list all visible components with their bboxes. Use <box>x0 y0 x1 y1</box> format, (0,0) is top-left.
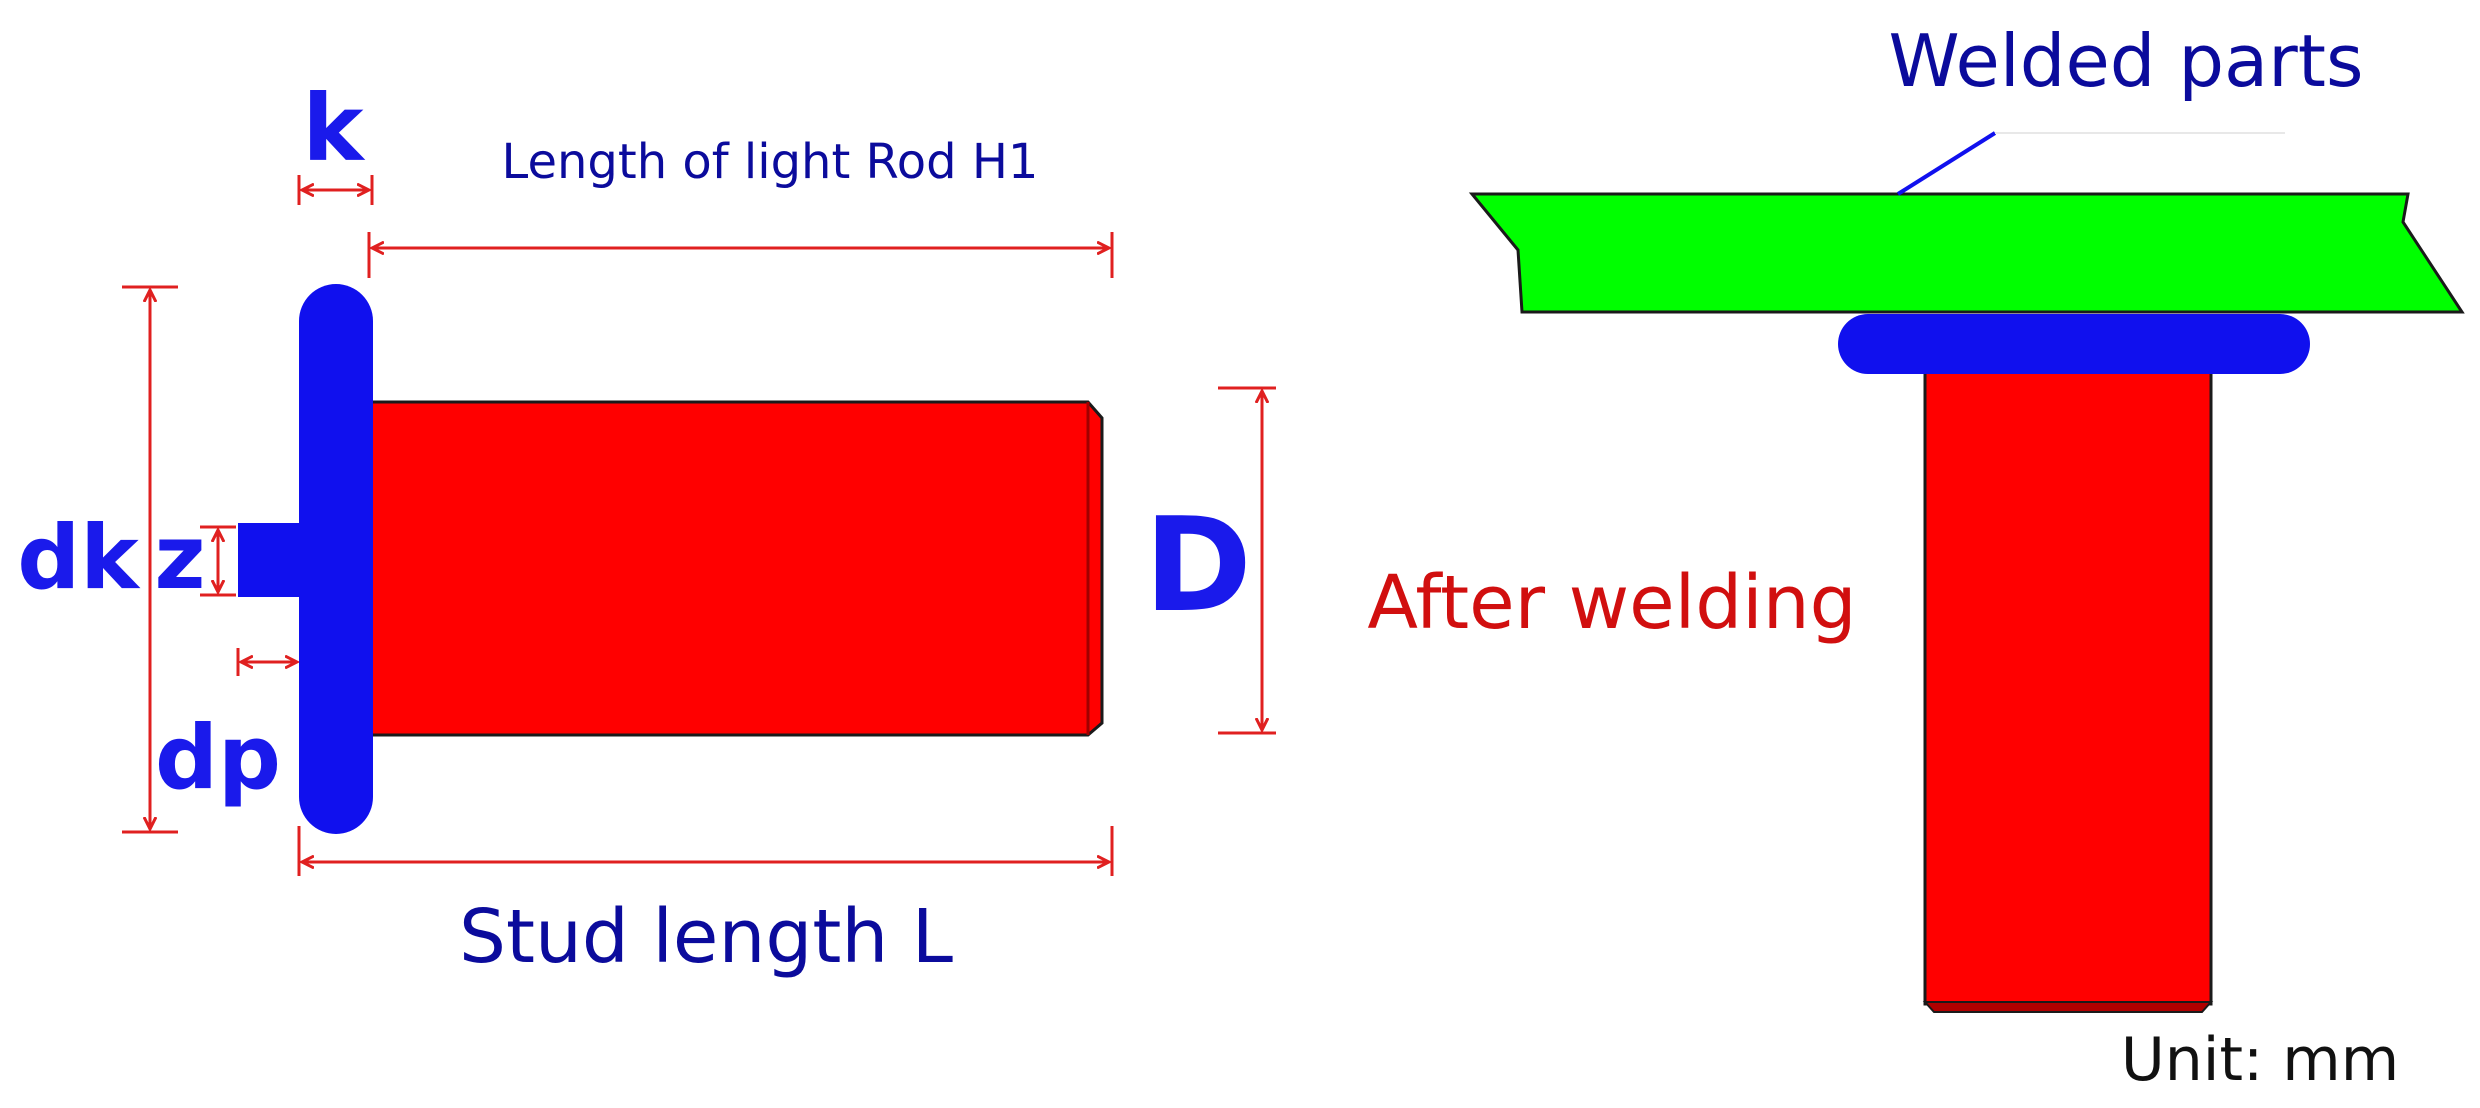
label-d: D <box>1144 489 1252 641</box>
label-unit: Unit: mm <box>2121 1025 2399 1095</box>
welded-parts-leader <box>1896 131 2285 196</box>
dimension-h1 <box>367 232 1114 278</box>
label-welded-parts: Welded parts <box>1888 19 2363 103</box>
dimension-k <box>297 175 374 205</box>
label-dk: dk <box>17 506 141 609</box>
dimension-d <box>1218 386 1276 735</box>
label-k: k <box>302 75 365 182</box>
label-stud-length: Stud length L <box>459 894 953 980</box>
weld-tip <box>238 523 310 597</box>
dimension-dp <box>236 648 297 676</box>
welded-head <box>1838 314 2310 374</box>
stud-body <box>366 400 1104 737</box>
stud-head <box>299 284 373 834</box>
dimension-z <box>200 525 236 597</box>
welded-stud-rod <box>1922 350 2214 1013</box>
stud-drawing: k Length of light Rod H1 dk z dp D Stud … <box>17 75 1276 980</box>
dimension-dk <box>122 285 178 834</box>
label-dp: dp <box>155 706 281 809</box>
welded-plate <box>1468 192 2465 314</box>
label-z: z <box>154 506 205 609</box>
after-welding-drawing: Welded parts After welding Unit: mm <box>1367 19 2465 1095</box>
label-light-rod-length: Length of light Rod H1 <box>502 134 1039 190</box>
label-after-welding: After welding <box>1367 560 1856 646</box>
dimension-l <box>297 826 1114 876</box>
